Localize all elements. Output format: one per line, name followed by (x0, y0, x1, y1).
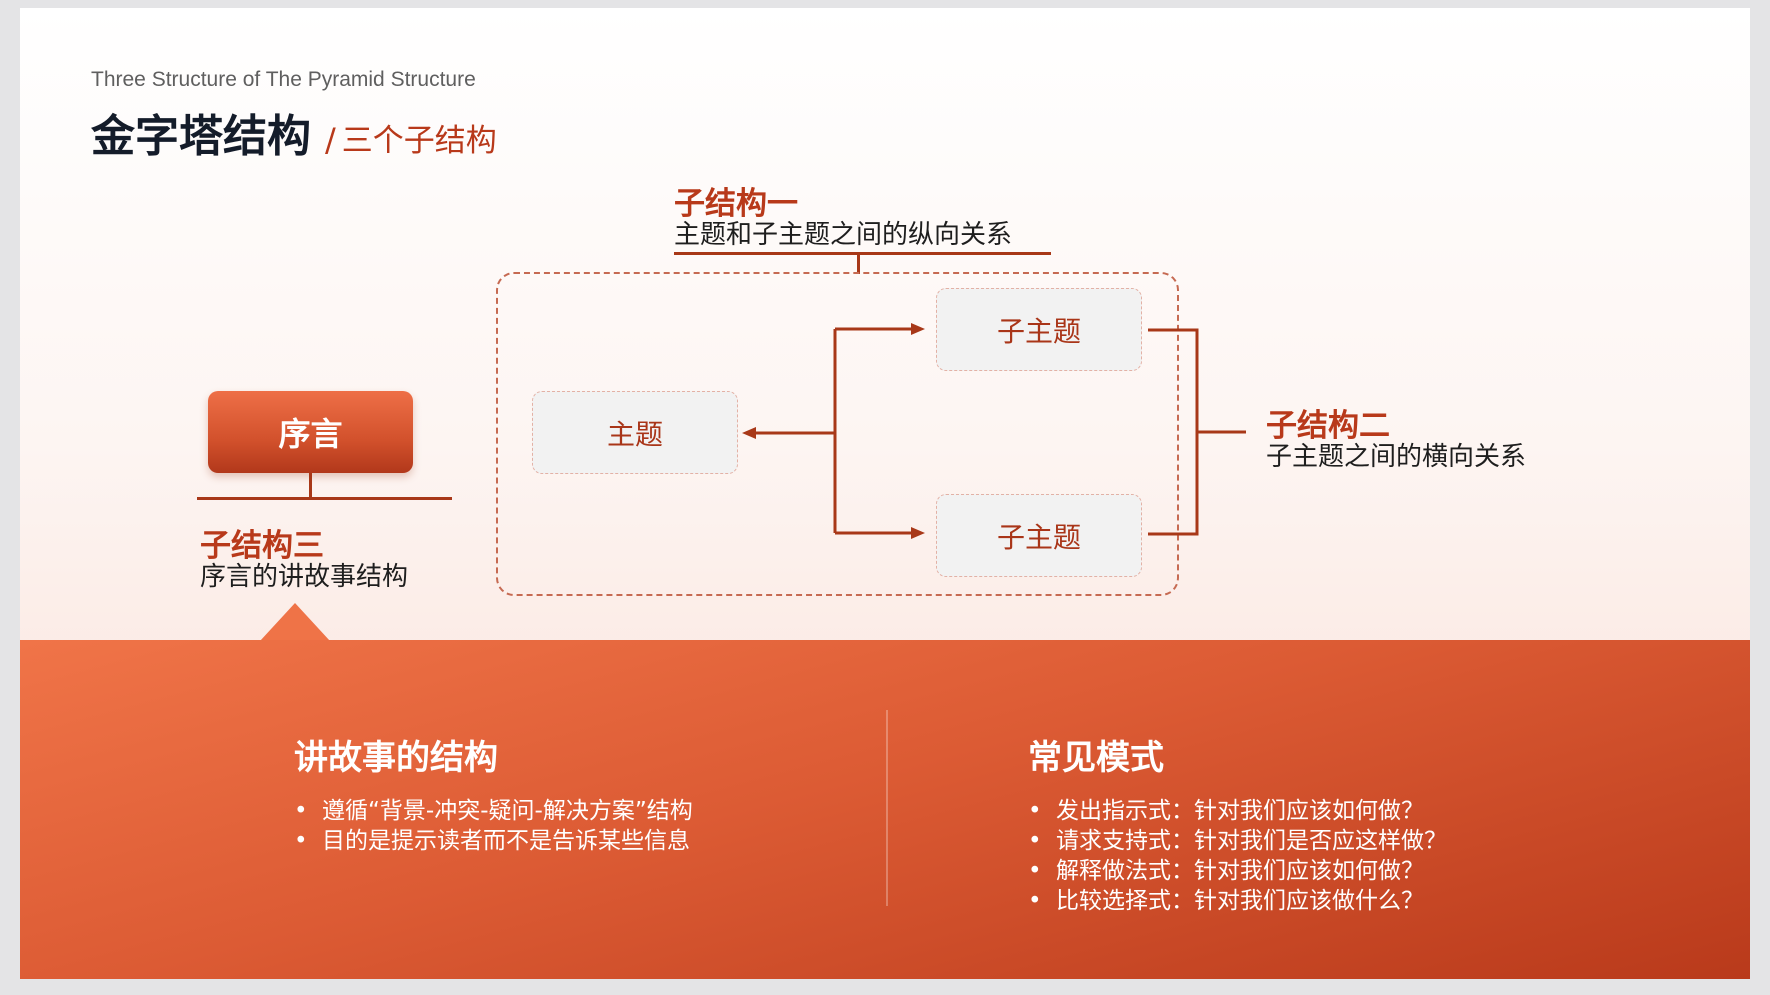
list-item: 比较选择式：针对我们应该做什么？ (1028, 886, 1447, 916)
panel-right-title: 常见模式 (1028, 738, 1164, 778)
subtopic-box-bottom: 子主题 (936, 494, 1142, 577)
page-subtitle: 三个子结构 (341, 123, 497, 159)
sub2-title: 子结构二 (1266, 408, 1390, 444)
sub3-title: 子结构三 (200, 528, 324, 564)
bottom-panel (20, 640, 1750, 979)
sub1-title: 子结构一 (674, 186, 798, 222)
list-item: 解释做法式：针对我们应该如何做？ (1028, 856, 1447, 886)
panel-left-list: 遵循“背景-冲突-疑问-解决方案”结构 目的是提示读者而不是告诉某些信息 (294, 796, 693, 856)
panel-right-list: 发出指示式：针对我们应该如何做？ 请求支持式：针对我们是否应这样做？ 解释做法式… (1028, 796, 1447, 916)
sub1-desc: 主题和子主题之间的纵向关系 (674, 220, 1013, 250)
title-separator: / (325, 121, 336, 159)
subtopic-box-top: 子主题 (936, 288, 1142, 371)
sub1-connector (857, 254, 860, 274)
preface-connector (309, 473, 312, 499)
list-item: 目的是提示读者而不是告诉某些信息 (294, 826, 693, 856)
sub1-underline (674, 252, 1051, 255)
main-topic-box: 主题 (532, 391, 738, 474)
english-subtitle: Three Structure of The Pyramid Structure (91, 68, 476, 91)
preface-underline (197, 497, 452, 500)
panel-divider (886, 710, 888, 906)
page-title: 金字塔结构 (91, 111, 311, 162)
list-item: 请求支持式：针对我们是否应这样做？ (1028, 826, 1447, 856)
sub3-desc: 序言的讲故事结构 (200, 562, 409, 592)
slide: Three Structure of The Pyramid Structure… (20, 8, 1750, 979)
sub2-desc: 子主题之间的横向关系 (1266, 442, 1527, 472)
list-item: 发出指示式：针对我们应该如何做？ (1028, 796, 1447, 826)
preface-box: 序言 (208, 391, 413, 473)
title-row: 金字塔结构 / 三个子结构 (91, 100, 497, 164)
list-item: 遵循“背景-冲突-疑问-解决方案”结构 (294, 796, 693, 826)
panel-pointer (260, 603, 330, 641)
panel-left-title: 讲故事的结构 (294, 738, 498, 778)
